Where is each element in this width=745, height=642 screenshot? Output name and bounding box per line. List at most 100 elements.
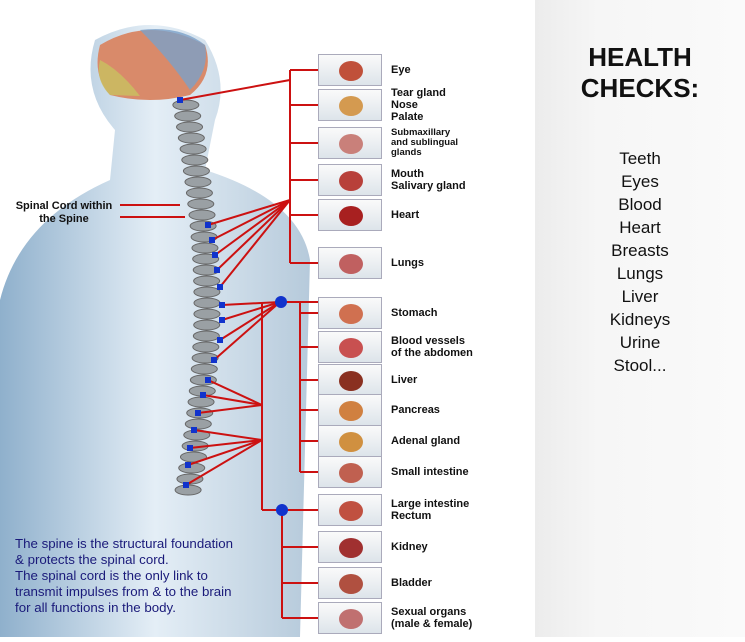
organ-icon	[339, 538, 363, 558]
nerve-node	[187, 445, 193, 451]
vertebra	[187, 396, 215, 408]
vertebra	[179, 451, 207, 463]
nerve-node	[219, 302, 225, 308]
health-check-item: Kidneys	[609, 310, 671, 329]
nerve-node	[219, 317, 225, 323]
vertebra	[182, 165, 210, 177]
nerve-line	[189, 439, 263, 449]
vertebra	[193, 286, 221, 298]
organ-label: Liver	[391, 374, 418, 386]
organ-icon	[339, 171, 363, 191]
organ-image	[318, 364, 382, 396]
organ-label: Kidney	[391, 541, 428, 553]
body-silhouette	[0, 25, 310, 637]
nerve-line	[207, 199, 291, 226]
organ-icon	[339, 304, 363, 324]
nerve-line	[211, 199, 291, 241]
organ-icon	[339, 61, 363, 81]
note-line: The spinal cord is the only link to	[15, 568, 208, 583]
nerve-line	[187, 439, 263, 466]
note-line: for all functions in the body.	[15, 600, 176, 615]
organ-label: Pancreas	[391, 404, 440, 416]
vertebra	[191, 242, 219, 254]
nerve-line	[207, 379, 263, 406]
nerve-lines	[177, 69, 318, 619]
organ-image	[318, 127, 382, 159]
organ-image	[318, 297, 382, 329]
vertebra	[193, 308, 221, 320]
vertebra	[190, 363, 218, 375]
nerve-node	[205, 377, 211, 383]
organ-image	[318, 164, 382, 196]
nerve-node	[212, 252, 218, 258]
vertebra	[184, 418, 212, 430]
organ-image	[318, 394, 382, 426]
nerve-line	[219, 199, 291, 288]
spinal-cord-label: Spinal Cord within the Spine	[15, 200, 113, 225]
spine-note: The spine is the structural foundation &…	[15, 536, 233, 616]
vertebra	[192, 330, 220, 342]
nerve-line	[213, 301, 281, 361]
nerve-line	[221, 301, 281, 321]
organ-image	[318, 494, 382, 526]
nerve-node	[217, 284, 223, 290]
organ-label: Mouth Salivary gland	[391, 168, 466, 192]
nerve-hub	[276, 504, 288, 516]
nerve-node	[211, 357, 217, 363]
health-check-item: Breasts	[611, 241, 669, 260]
vertebra	[179, 143, 207, 155]
vertebra	[193, 297, 221, 309]
health-check-item: Lungs	[616, 264, 664, 283]
nerve-line	[214, 199, 291, 256]
nerve-line	[185, 439, 263, 486]
vertebra	[177, 132, 205, 144]
organ-label: Lungs	[391, 257, 424, 269]
nerve-node	[185, 462, 191, 468]
vertebra	[189, 220, 217, 232]
organ-label: Tear gland Nose Palate	[391, 87, 446, 123]
organ-image	[318, 531, 382, 563]
nerve-node	[183, 482, 189, 488]
nerve-node	[177, 97, 183, 103]
nerve-line	[219, 301, 281, 341]
organ-label: Eye	[391, 64, 411, 76]
organ-image	[318, 89, 382, 121]
vertebra	[185, 187, 213, 199]
organ-image	[318, 602, 382, 634]
organ-icon	[339, 401, 363, 421]
nerve-node	[195, 410, 201, 416]
body-illustration	[0, 25, 318, 637]
nerve-node	[205, 222, 211, 228]
organ-label: Small intestine	[391, 466, 469, 478]
nerve-node	[200, 392, 206, 398]
vertebra	[176, 473, 204, 485]
nerve-node	[191, 427, 197, 433]
vertebra	[188, 209, 216, 221]
nerve-line	[202, 394, 263, 406]
spine	[172, 99, 221, 496]
organ-image	[318, 567, 382, 599]
nerve-node	[214, 267, 220, 273]
organ-label: Submaxillary and sublingual glands	[391, 127, 459, 158]
vertebra	[174, 110, 202, 122]
organ-icon	[339, 206, 363, 226]
organ-icon	[339, 463, 363, 483]
vertebra	[189, 374, 217, 386]
health-check-item: Eyes	[621, 172, 659, 191]
organ-icon	[339, 609, 363, 629]
health-check-item: Heart	[619, 218, 661, 237]
vertebra	[193, 275, 221, 287]
organ-image	[318, 456, 382, 488]
organ-icon	[339, 574, 363, 594]
organ-image	[318, 199, 382, 231]
note-line: transmit impulses from & to the brain	[15, 584, 232, 599]
vertebra	[193, 319, 221, 331]
organ-label: Large intestine Rectum	[391, 498, 470, 522]
vertebra	[192, 341, 220, 353]
organ-image	[318, 247, 382, 279]
organ-image	[318, 425, 382, 457]
health-check-item: Stool...	[613, 356, 667, 375]
organ-label: Adenal gland	[391, 435, 461, 447]
